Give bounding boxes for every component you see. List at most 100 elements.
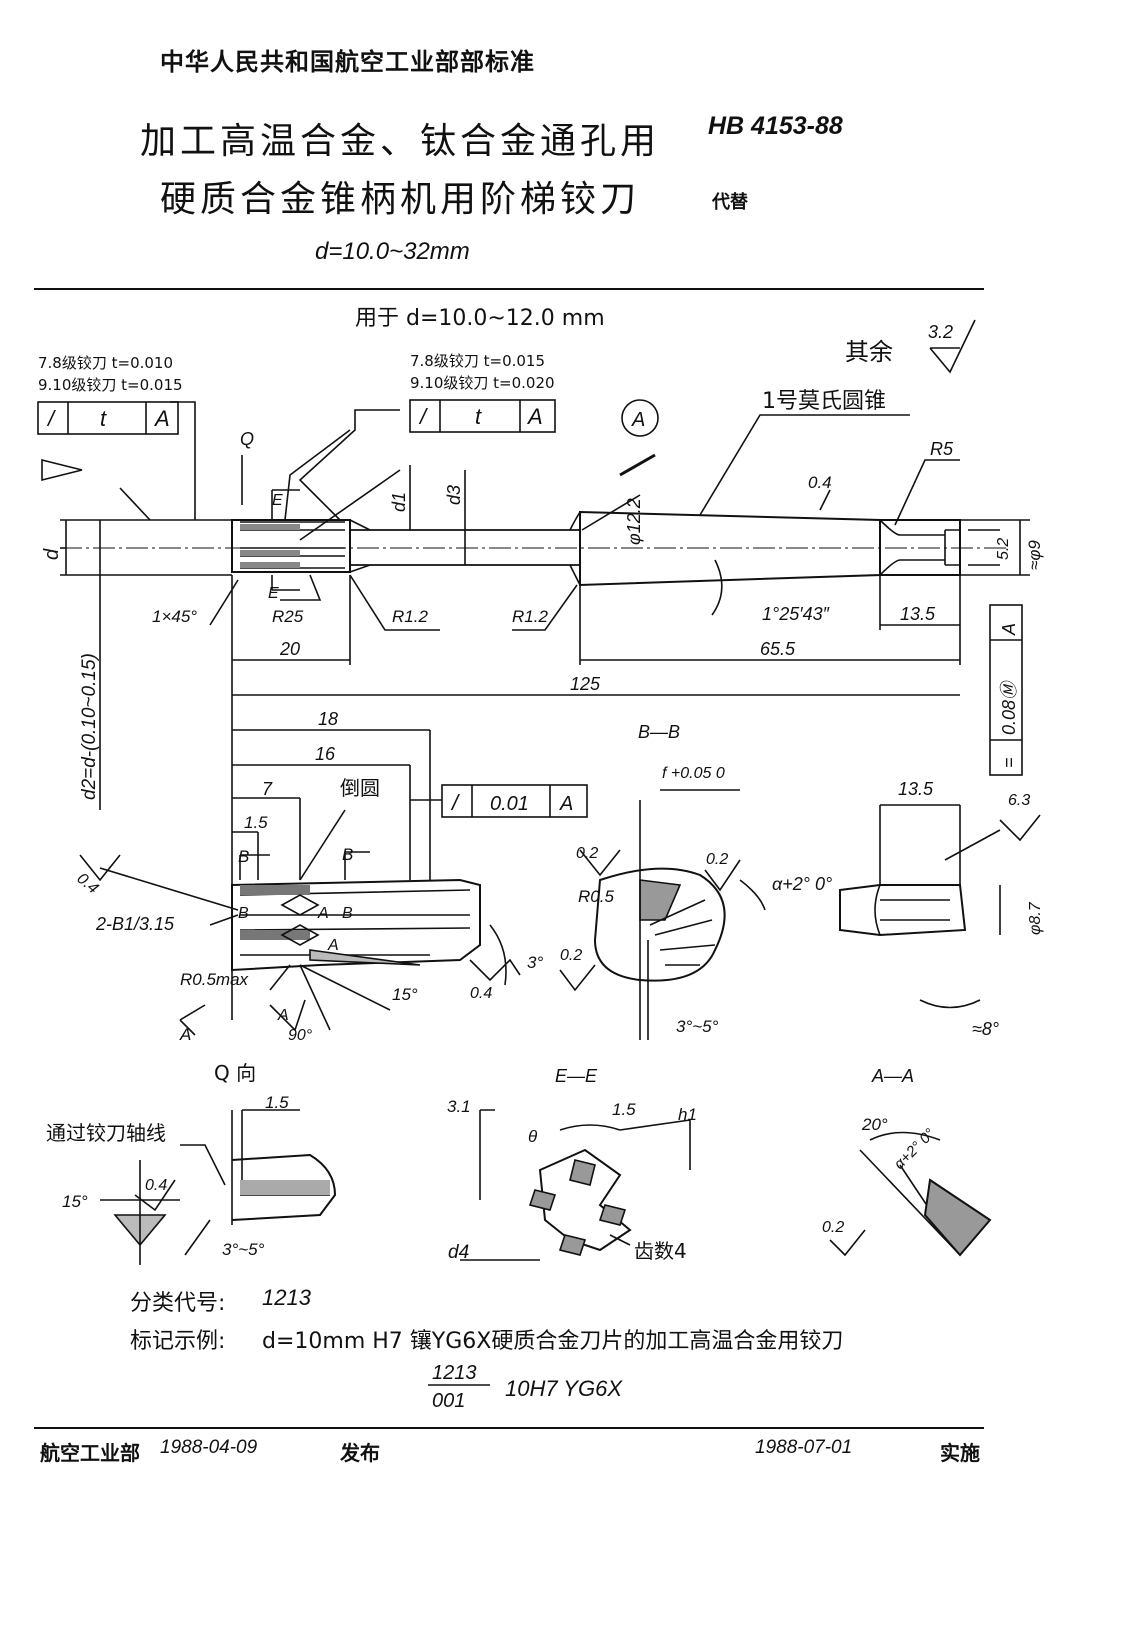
replaces-label: 代替: [712, 192, 748, 213]
tolerance-frame-right: [409, 399, 556, 433]
alpha-bb-label: α+2° 0°: [772, 874, 832, 894]
dim-135-tang: 13.5: [898, 779, 934, 799]
ra-02-bb-2: 0.2: [706, 851, 728, 868]
ra-04-edge: 0.4: [470, 985, 492, 1002]
effective-label: 实施: [940, 1441, 980, 1465]
cutting-detail-view: [79, 729, 521, 1036]
tol-vert-cell1: =: [999, 757, 1019, 768]
fraction-denominator: 001: [432, 1390, 466, 1412]
phi9-label: ≈φ9: [1025, 540, 1044, 570]
surface-rest-value: 3.2: [928, 322, 953, 342]
view-q-title: Q 向: [214, 1061, 256, 1085]
theta-ee: θ: [528, 1127, 538, 1146]
ra-04-q: 0.4: [145, 1177, 167, 1194]
dim-h1: h1: [678, 1105, 697, 1124]
angle-35-q: 3°~5°: [222, 1240, 265, 1259]
tol-right-cell3: A: [526, 404, 543, 429]
chamfer-label: 1×45°: [152, 607, 197, 626]
dim-125: 125: [570, 674, 601, 694]
view-q-marker: Q: [240, 429, 254, 449]
dim-d3: d3: [444, 485, 464, 505]
surface-rest-label: 其余: [845, 338, 893, 366]
tol-left-cell2: t: [100, 406, 107, 431]
round-edge-label: 倒圆: [340, 776, 380, 800]
dim-15-ee: 1.5: [612, 1100, 636, 1119]
standard-number: HB 4153-88: [708, 112, 843, 140]
ra-02-bb-3: 0.2: [560, 947, 582, 964]
dim-52: 5.2: [995, 538, 1012, 560]
size-range: d=10.0~32mm: [315, 238, 470, 265]
approx-8-label: ≈8°: [972, 1019, 999, 1039]
taper-angle-label: 1°25′43″: [762, 604, 830, 624]
issuer: 航空工业部: [40, 1441, 140, 1465]
dim-7: 7: [262, 779, 273, 799]
issued-label: 发布: [340, 1441, 380, 1465]
dim-15-detail: 1.5: [244, 813, 268, 832]
ra-02-bb-1: 0.2: [576, 845, 598, 862]
tang-view: [839, 804, 1041, 1009]
angle-20: 20°: [861, 1115, 888, 1134]
marking-label: 标记示例:: [130, 1329, 226, 1354]
dim-d1: d1: [389, 492, 409, 512]
datum-triangle: [41, 458, 83, 482]
section-a-mark-2: A: [327, 937, 339, 954]
section-a-cut-left: A: [179, 1025, 191, 1044]
phi122-label: φ12.2: [624, 498, 644, 545]
tol-left-cell1: /: [46, 406, 56, 431]
fraction-numerator: 1213: [432, 1362, 477, 1384]
angle-15-detail: 15°: [392, 985, 418, 1004]
datum-a-bubble: [621, 399, 659, 437]
section-b-mark-2: B: [342, 905, 353, 922]
ra-63-label: 6.3: [1008, 792, 1030, 809]
ra-02-aa: 0.2: [822, 1219, 844, 1236]
classification-label: 分类代号:: [130, 1291, 226, 1316]
tolerance-frame-left: [37, 401, 179, 435]
tol-runout-cell2: 0.01: [490, 793, 529, 815]
tol-runout-cell1: /: [450, 790, 460, 815]
angle-35-bb: 3°~5°: [676, 1017, 719, 1036]
tolerance-frame-vertical: [989, 604, 1023, 776]
dim-655: 65.5: [760, 639, 796, 659]
dim-16: 16: [315, 744, 336, 764]
dim-15-q: 1.5: [265, 1093, 289, 1112]
section-a-cut-right: A: [277, 1007, 289, 1024]
header-rule: [34, 288, 984, 290]
phi87-label: φ8.7: [1027, 901, 1044, 935]
tol-right-line2: 9.10级铰刀 t=0.020: [410, 374, 555, 392]
marking-example: d=10mm H7 镶YG6X硬质合金刀片的加工高温合金用铰刀: [262, 1329, 844, 1354]
section-bb: [559, 789, 766, 1040]
through-axis-label: 通过铰刀轴线: [46, 1121, 166, 1145]
section-e-top: E: [272, 492, 283, 509]
tol-left-cell3: A: [153, 406, 170, 431]
angle-90: 90°: [288, 1027, 313, 1044]
r25-label: R25: [272, 607, 304, 626]
section-a-mark-1: A: [317, 905, 329, 922]
angle-15-q: 15°: [62, 1192, 88, 1211]
r05-label: R0.5: [578, 887, 614, 906]
dim-31: 3.1: [447, 1097, 471, 1116]
morse-taper-label: 1号莫氏圆锥: [762, 389, 886, 414]
dim-135-top: 13.5: [900, 604, 936, 624]
dim-18: 18: [318, 709, 338, 729]
dim-d: d: [41, 548, 63, 560]
issue-date: 1988-04-09: [160, 1437, 258, 1458]
datum-a-label: A: [631, 409, 645, 431]
section-bb-title: B—B: [638, 722, 680, 742]
dim-d2: d2=d-(0.10~0.15): [79, 653, 100, 800]
tol-right-cell2: t: [475, 404, 482, 429]
angle-3: 3°: [527, 953, 543, 972]
dim-d4: d4: [448, 1242, 469, 1263]
r12-right-label: R1.2: [512, 607, 548, 626]
fraction-suffix: 10H7 YG6X: [505, 1376, 623, 1401]
r5-label: R5: [930, 439, 954, 459]
tol-right-cell1: /: [418, 404, 428, 429]
tol-right-line1: 7.8级铰刀 t=0.015: [410, 352, 545, 370]
section-aa: [829, 1131, 992, 1257]
section-ee: [460, 1109, 691, 1261]
surface-rest-symbol: [929, 319, 976, 374]
section-b-right: B: [342, 845, 353, 864]
ra-04-detail: 0.4: [73, 870, 101, 897]
b-slots-label: 2-B1/3.15: [95, 914, 175, 934]
section-ee-title: E—E: [555, 1066, 598, 1086]
